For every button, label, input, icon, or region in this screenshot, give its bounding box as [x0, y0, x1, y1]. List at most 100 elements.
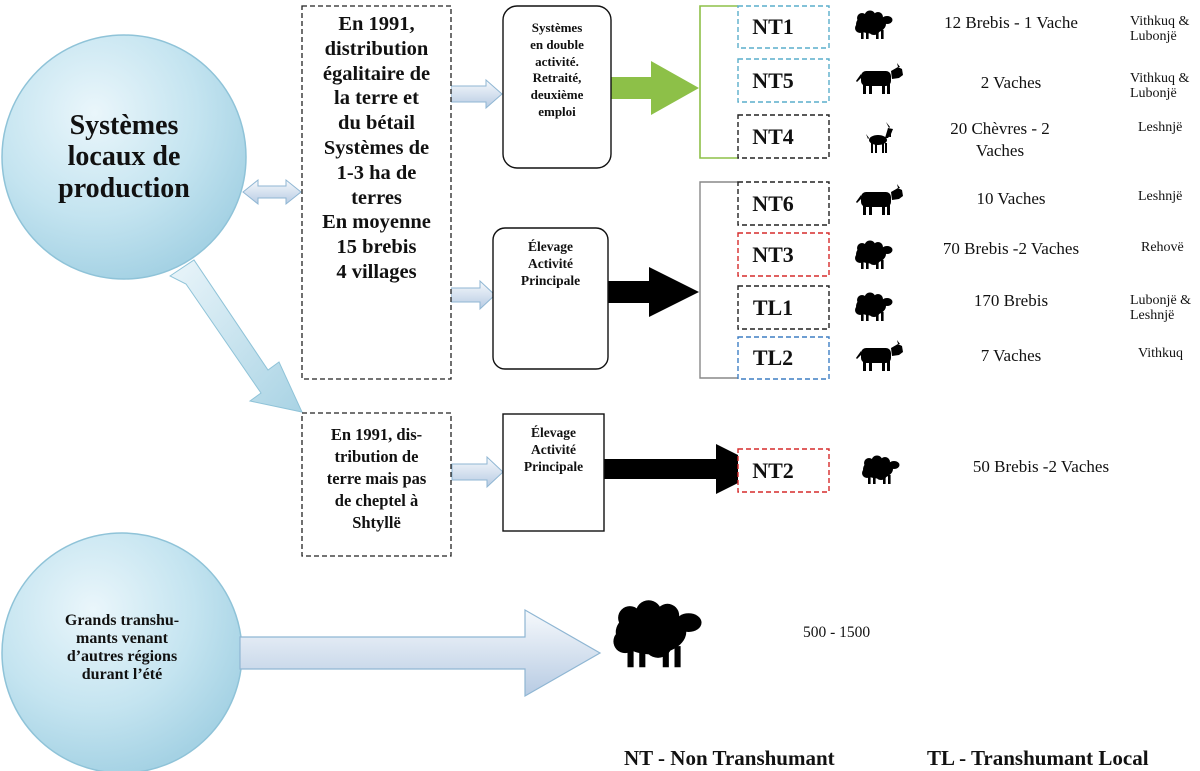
double-activity-line: en double — [530, 36, 584, 52]
group1-line: distribution — [324, 37, 429, 60]
herd-nt2: 50 Brebis -2 Vaches — [972, 457, 1110, 476]
herd-tl2: 7 Vaches — [980, 346, 1042, 365]
diagonal-arrow-to-box2 — [169, 259, 303, 413]
livestock-main-activity-box-1 — [492, 227, 609, 370]
group1-line: Systèmes de — [323, 136, 430, 159]
livestock-main-activity-label-2: Élevage Activité Principale — [505, 424, 602, 475]
cow-icon — [856, 63, 903, 94]
cow-icon — [856, 340, 903, 371]
livestock-line: Élevage — [531, 425, 576, 440]
code-box-nt3 — [737, 232, 830, 277]
village-nt4: Leshnjë — [1138, 120, 1183, 135]
code-label-tl1: TL1 — [752, 294, 794, 320]
transhumants-label: Grands transhu- mants venant d’autres ré… — [34, 590, 210, 706]
transhumants-label-line: Grands transhu- — [64, 612, 180, 630]
sheep-icon — [855, 292, 893, 321]
green-arrow-to-nt-group1 — [611, 61, 699, 115]
local-systems-circle — [1, 34, 247, 280]
large-sheep-icon — [613, 600, 702, 668]
code-label-nt3: NT3 — [752, 241, 794, 267]
arrow-box1-to-double-activity — [450, 78, 503, 110]
bracket-group1 — [699, 5, 738, 159]
legend-tl: TL - Transhumant Local — [927, 746, 1149, 770]
arrow-box2-to-livestock — [451, 455, 504, 489]
group1-line: En moyenne — [322, 211, 431, 234]
code-label-nt2: NT2 — [752, 457, 794, 483]
herd-nt3: 70 Brebis -2 Vaches — [942, 239, 1080, 258]
code-label-nt4: NT4 — [752, 123, 794, 149]
group1-line: terres — [351, 186, 402, 209]
double-activity-line: Retraité, — [532, 70, 582, 86]
transhumants-count: 500 - 1500 — [803, 624, 871, 641]
sheep-icon — [862, 455, 900, 484]
code-box-nt6 — [737, 181, 830, 226]
black-arrow-to-nt2 — [604, 444, 766, 494]
code-box-nt4 — [737, 114, 830, 159]
group2-line: de cheptel à — [334, 491, 419, 510]
livestock-main-activity-label-1: Élevage Activité Principale — [495, 238, 606, 289]
double-activity-line: activité. — [535, 53, 579, 69]
group2-line: tribution de — [334, 447, 419, 466]
livestock-line: Principale — [523, 459, 584, 474]
code-box-tl1 — [737, 285, 830, 330]
cow-icon — [856, 184, 903, 215]
village-nt1: Vithkuq & Lubonjë — [1130, 14, 1190, 45]
livestock-line: Principale — [520, 273, 581, 288]
herd-nt6: 10 Vaches — [976, 189, 1046, 208]
arrow-box1-to-livestock — [450, 279, 496, 311]
group1-line: égalitaire de — [322, 62, 431, 85]
code-box-nt1 — [737, 5, 830, 49]
village-tl2: Vithkuq — [1138, 346, 1184, 361]
group2-line: terre mais pas — [326, 469, 427, 488]
transhumants-label-line: mants venant — [75, 630, 168, 648]
livestock-line: Activité — [528, 256, 573, 271]
code-label-nt5: NT5 — [752, 67, 794, 93]
village-nt5: Vithkuq & Lubonjë — [1130, 71, 1190, 102]
code-box-nt2 — [737, 448, 830, 493]
livestock-main-activity-box-2 — [502, 413, 605, 532]
double-activity-line: emploi — [538, 103, 576, 119]
livestock-line: Élevage — [528, 239, 573, 254]
village-tl1: Lubonjë & Leshnjë — [1130, 293, 1192, 324]
group1-description-text: En 1991, distribution égalitaire de la t… — [303, 12, 450, 285]
double-activity-box — [502, 5, 612, 169]
group1-description-box — [301, 5, 452, 380]
group2-line: Shtyllë — [352, 513, 401, 532]
black-arrow-to-nt-group2 — [608, 267, 699, 317]
village-nt6: Leshnjë — [1138, 189, 1183, 204]
herd-nt4: 20 Chèvres - 2 Vaches — [950, 119, 1050, 161]
group1-line: 1-3 ha de — [336, 161, 417, 184]
livestock-line: Activité — [531, 442, 576, 457]
code-label-tl2: TL2 — [752, 345, 794, 370]
double-activity-line: deuxième — [530, 87, 584, 103]
sheep-icon — [855, 10, 893, 39]
group2-description-text: En 1991, dis- tribution de terre mais pa… — [303, 424, 450, 534]
transhumants-label-line: durant l’été — [81, 665, 163, 683]
group2-description-box — [301, 412, 452, 557]
group1-line: En 1991, — [338, 13, 415, 35]
bracket-group2 — [699, 181, 738, 379]
legend-nt: NT - Non Transhumant — [624, 746, 835, 770]
code-box-nt5 — [737, 58, 830, 103]
village-nt3: Rehovë — [1141, 240, 1184, 255]
goat-icon — [866, 122, 893, 153]
double-activity-label: Systèmes en double activité. Retraité, d… — [505, 20, 609, 121]
herd-nt5: 2 Vaches — [980, 73, 1042, 92]
herd-nt1: 12 Brebis - 1 Vache — [944, 13, 1078, 32]
transhumants-label-line: d’autres régions — [66, 648, 178, 665]
group1-line: 15 brebis — [336, 236, 417, 259]
double-activity-line: Systèmes — [531, 20, 583, 35]
group2-line: En 1991, dis- — [330, 425, 423, 444]
local-systems-label: Systèmes locaux de production — [58, 109, 190, 204]
code-label-nt6: NT6 — [752, 190, 794, 216]
group1-line: du bétail — [338, 112, 415, 135]
code-label-nt1: NT1 — [752, 14, 794, 39]
sheep-icon — [855, 240, 893, 269]
group1-line: la terre et — [334, 87, 419, 110]
arrow-transhumants-to-sheep — [239, 608, 602, 698]
herd-tl1: 170 Brebis — [973, 291, 1049, 310]
code-box-tl2 — [737, 336, 830, 380]
double-arrow-circle-box1 — [242, 178, 302, 206]
group1-line: 4 villages — [336, 260, 417, 283]
